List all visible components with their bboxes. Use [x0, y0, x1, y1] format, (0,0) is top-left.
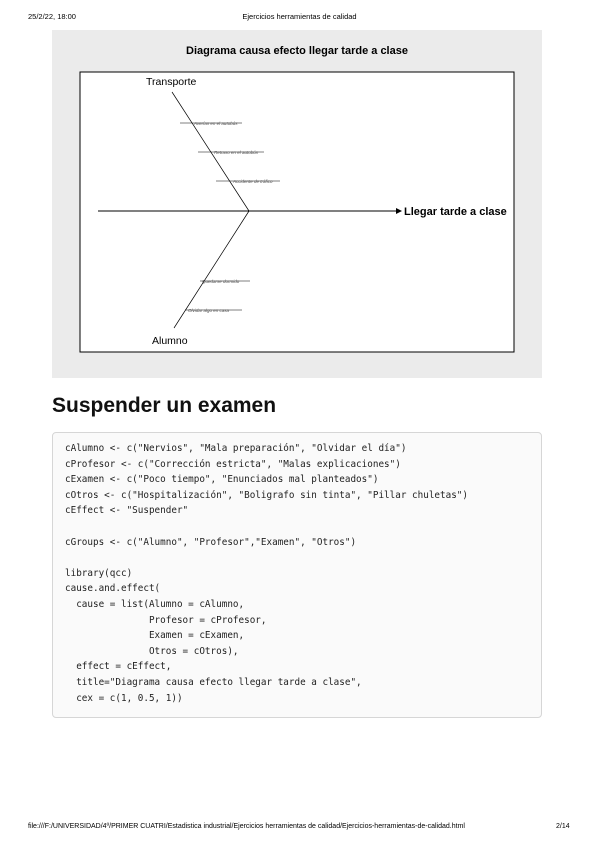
section-heading: Suspender un examen — [52, 394, 277, 417]
cause-label-3: Accidente de tráfico — [232, 179, 273, 184]
branch-line-transporte — [171, 91, 250, 212]
figure-title: Diagrama causa efecto llegar tarde a cla… — [186, 45, 408, 57]
effect-label: Llegar tarde a clase — [404, 206, 507, 218]
cause-effect-figure: Diagrama causa efecto llegar tarde a cla… — [52, 30, 542, 378]
code-line: cause = list(Alumno = cAlumno, — [65, 598, 245, 610]
code-line: Otros = cOtros), — [65, 645, 239, 657]
code-line: cProfesor <- c("Corrección estricta", "M… — [65, 458, 401, 470]
fishbone-diagram: Diagrama causa efecto llegar tarde a cla… — [79, 45, 515, 353]
code-line: cExamen <- c("Poco tiempo", "Enunciados … — [65, 474, 379, 486]
code-line: Profesor = cProfesor, — [65, 614, 267, 626]
code-line: cEffect <- "Suspender" — [65, 505, 189, 517]
footer-path: file:///F:/UNIVERSIDAD/4º/PRIMER CUATRI/… — [28, 823, 465, 830]
code-line: library(qcc) — [65, 567, 133, 579]
code-line: cause.and.effect( — [65, 583, 161, 595]
cause-label-4: Quedarse dormido — [202, 279, 240, 284]
cause-label-1: Averías en el autobús — [193, 121, 238, 126]
print-doc-title: Ejercicios herramientas de calidad — [242, 12, 357, 21]
print-datetime: 25/2/22, 18:00 — [28, 12, 76, 21]
code-line: title="Diagrama causa efecto llegar tard… — [65, 676, 362, 688]
code-line: cex = c(1, 0.5, 1)) — [65, 692, 183, 704]
cause-label-5: Olvidar algo en casa — [188, 308, 230, 313]
code-line: cOtros <- c("Hospitalización", "Boligraf… — [65, 489, 468, 501]
footer-page-number: 2/14 — [556, 823, 570, 830]
code-line: cAlumno <- c("Nervios", "Mala preparació… — [65, 443, 407, 454]
code-line: effect = cEffect, — [65, 661, 172, 673]
code-line: Examen = cExamen, — [65, 630, 245, 642]
code-block: cAlumno <- c("Nervios", "Mala preparació… — [52, 432, 542, 718]
cause-label-2: Retraso en el autobús — [214, 150, 259, 155]
spine-arrowhead — [396, 208, 402, 214]
category-label-alumno: Alumno — [152, 335, 188, 347]
code-line: cGroups <- c("Alumno", "Profesor","Exame… — [65, 536, 357, 548]
code-text: cAlumno <- c("Nervios", "Mala preparació… — [65, 441, 529, 706]
category-label-transporte: Transporte — [146, 76, 197, 88]
branch-line-alumno — [173, 210, 250, 329]
plot-frame — [79, 71, 515, 353]
